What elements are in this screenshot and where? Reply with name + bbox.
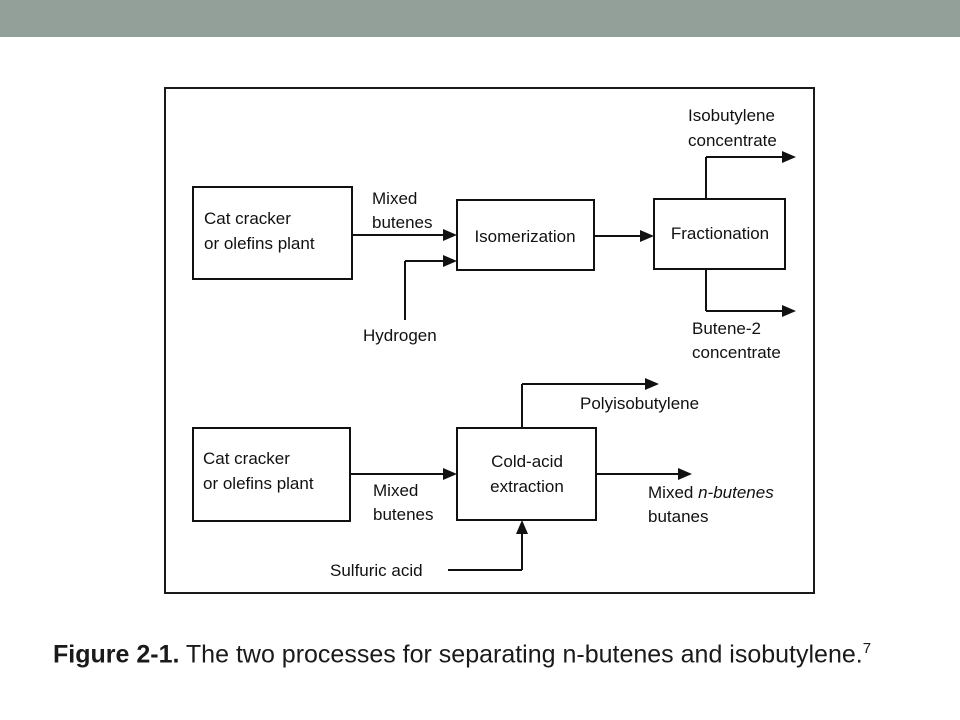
fractionation-box-label: Fractionation [671,224,769,243]
mixed-n-butenes-italic: n-butenes [698,483,774,502]
isobutylene-arrowhead [782,151,796,163]
sulfuric-acid-arrowhead [516,520,528,534]
butene2-arrowhead [782,305,796,317]
top-mixed-butenes-arrowhead [443,229,457,241]
polyisobutylene-label: Polyisobutylene [580,394,699,413]
bottom-mixed-label-line1: Mixed [373,481,418,500]
bottom-mixed-butenes-arrowhead [443,468,457,480]
figure-caption: Figure 2-1. The two processes for separa… [53,640,933,680]
extraction-box-line1: Cold-acid [491,452,563,471]
isomerization-box [456,199,595,271]
top-source-box-line1: Cat cracker [204,209,291,228]
isobutylene-label-line1: Isobutylene [688,106,775,125]
bottom-source-box-line2: or olefins plant [203,474,314,493]
cold-acid-extraction-box [456,427,597,521]
bottom-mixed-label-line2: butenes [373,505,434,524]
bottom-source-box [192,427,351,522]
fractionation-box [653,198,786,270]
isobutylene-label-line2: concentrate [688,131,777,150]
top-mixed-label-line1: Mixed [372,189,417,208]
isomerization-box-label: Isomerization [474,227,575,246]
isomerization-to-fractionation-arrowhead [640,230,654,242]
top-source-box [192,186,353,280]
mixed-n-butenes-arrowhead [678,468,692,480]
extraction-box-line2: extraction [490,477,564,496]
sulfuric-acid-label: Sulfuric acid [330,561,423,580]
slide-top-bar [0,0,960,37]
mixed-n-butenes-label-line2: butanes [648,507,709,526]
butene2-label-line2: concentrate [692,343,781,362]
bottom-source-box-line1: Cat cracker [203,449,290,468]
hydrogen-label: Hydrogen [363,326,437,345]
mixed-n-butenes-prefix: Mixed [648,483,698,502]
caption-label: Figure 2-1. [53,640,180,669]
top-mixed-label-line2: butenes [372,213,433,232]
caption-reference: 7 [862,640,872,657]
mixed-n-butenes-label-line1: Mixed n-butenes [648,483,774,502]
hydrogen-arrowhead [443,255,457,267]
butene2-label-line1: Butene-2 [692,319,761,338]
caption-text: The two processes for separating n-buten… [179,640,863,669]
polyisobutylene-arrowhead [645,378,659,390]
top-source-box-line2: or olefins plant [204,234,315,253]
